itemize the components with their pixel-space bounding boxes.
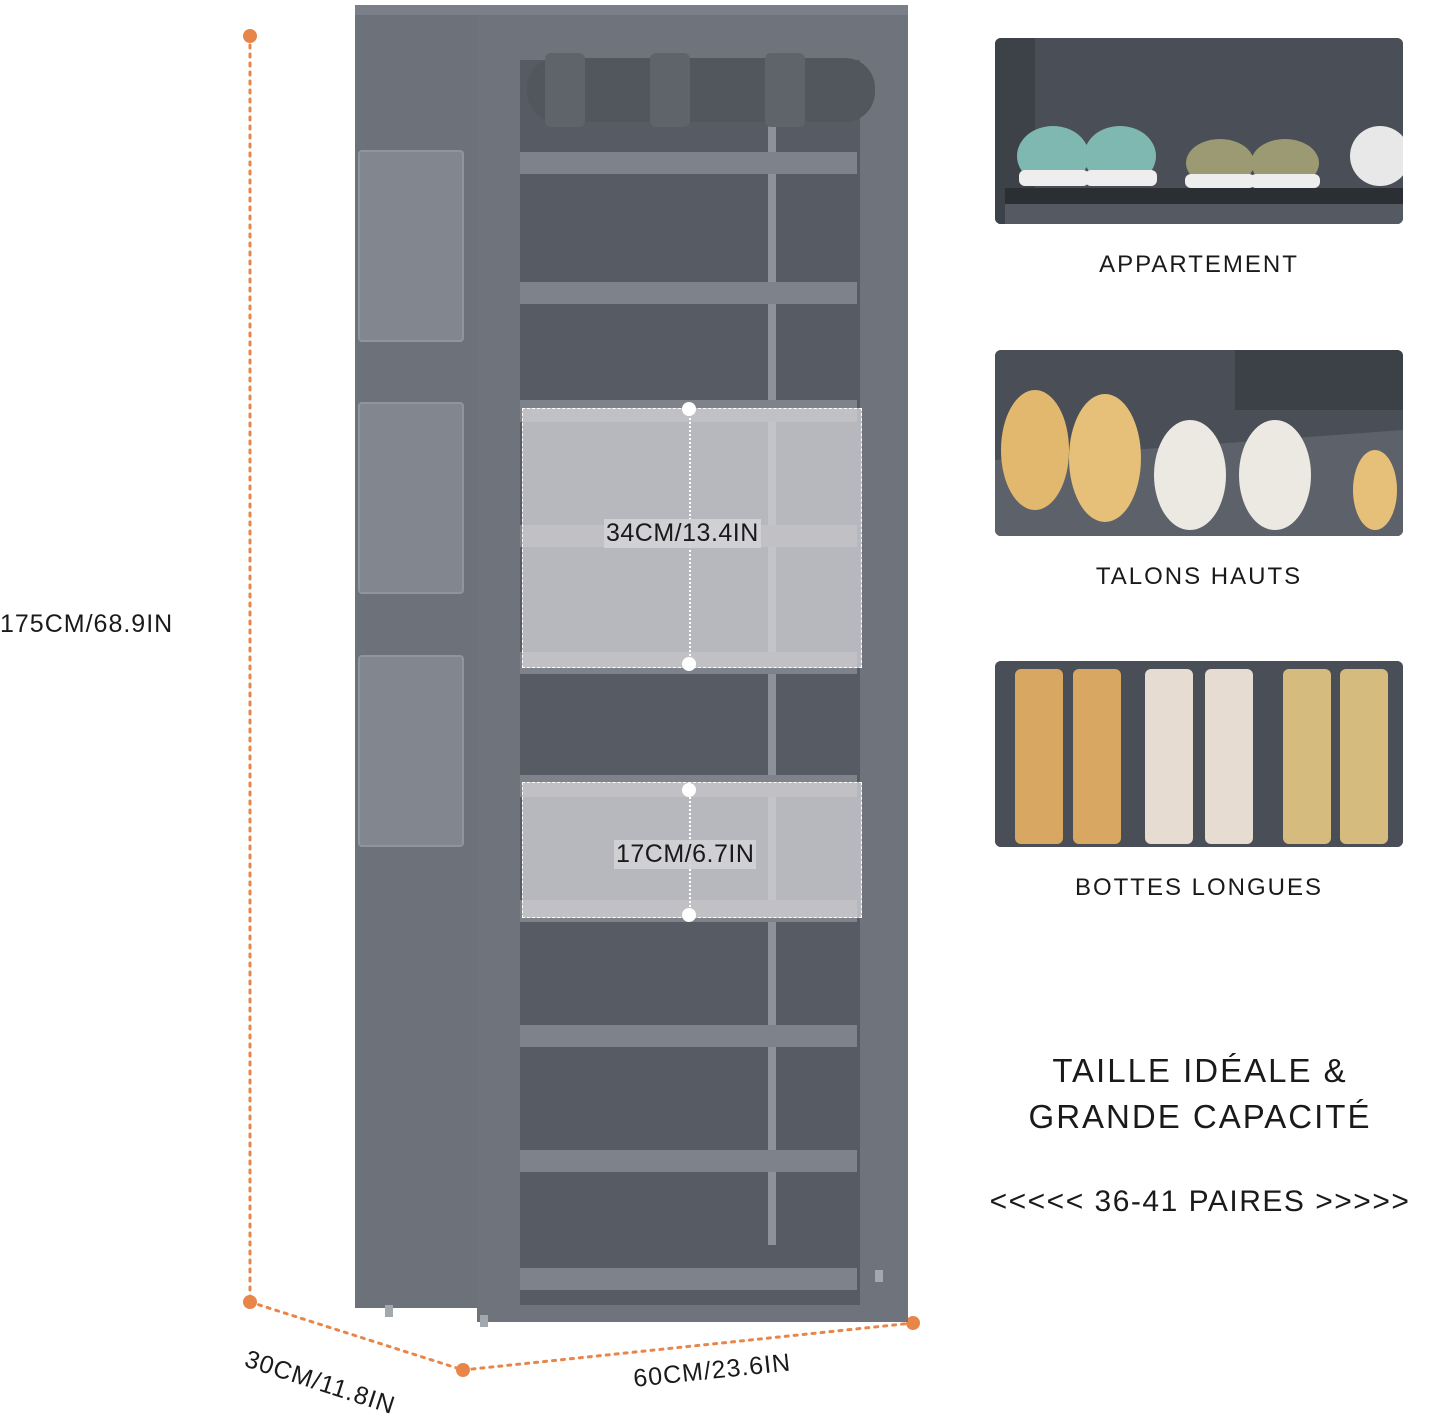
shelf-10 — [520, 1268, 857, 1290]
cabinet-opening — [520, 60, 860, 1305]
cover-strap-2 — [650, 53, 690, 127]
height-top-dot — [243, 29, 257, 43]
capacity-text: <<<<< 36-41 PAIRES >>>>> — [989, 1185, 1411, 1218]
height-label: 175CM/68.9IN — [0, 610, 174, 638]
shelf-spacing-small-bottom-dot — [682, 908, 696, 922]
side-pocket-1 — [358, 150, 464, 342]
thumbnail-caption-long-boots: BOTTES LONGUES — [1074, 874, 1324, 901]
side-pocket-2 — [358, 402, 464, 594]
height-bottom-dot — [243, 1295, 257, 1309]
shelf-2 — [520, 282, 857, 304]
long-boots-icon — [995, 661, 1403, 847]
shelf-1 — [520, 152, 857, 174]
thumbnail-sneakers — [995, 38, 1403, 224]
shelf-spacing-small-label: 17CM/6.7IN — [614, 840, 757, 869]
support-pole — [768, 125, 776, 1245]
depth-front-dot — [456, 1363, 470, 1377]
thumbnail-high-heels — [995, 350, 1403, 536]
cabinet-foot-2 — [480, 1315, 488, 1327]
side-pocket-3 — [358, 655, 464, 847]
cabinet-foot-3 — [875, 1270, 883, 1282]
headline-line-2: GRANDE CAPACITÉ — [1028, 1098, 1372, 1135]
thumbnail-caption-high-heels: TALONS HAUTS — [1095, 563, 1303, 590]
shelf-spacing-large-top-dot — [682, 402, 696, 416]
width-end-dot — [906, 1316, 920, 1330]
high-heels-icon — [995, 350, 1403, 536]
sneakers-icon — [995, 38, 1403, 224]
shelf-spacing-large-label: 34CM/13.4IN — [604, 519, 761, 548]
cover-strap-3 — [765, 53, 805, 127]
shelf-spacing-large-bottom-dot — [682, 657, 696, 671]
headline-line-1: TAILLE IDÉALE & — [1052, 1052, 1348, 1089]
shelf-8 — [520, 1025, 857, 1047]
thumbnail-long-boots — [995, 661, 1403, 847]
cabinet-foot-1 — [385, 1305, 393, 1317]
thumbnail-caption-sneakers: APPARTEMENT — [1099, 251, 1299, 278]
cover-strap-1 — [545, 53, 585, 127]
shelf-9 — [520, 1150, 857, 1172]
shelf-spacing-small-top-dot — [682, 783, 696, 797]
cabinet-top — [355, 5, 908, 15]
rolled-cover — [527, 58, 875, 122]
